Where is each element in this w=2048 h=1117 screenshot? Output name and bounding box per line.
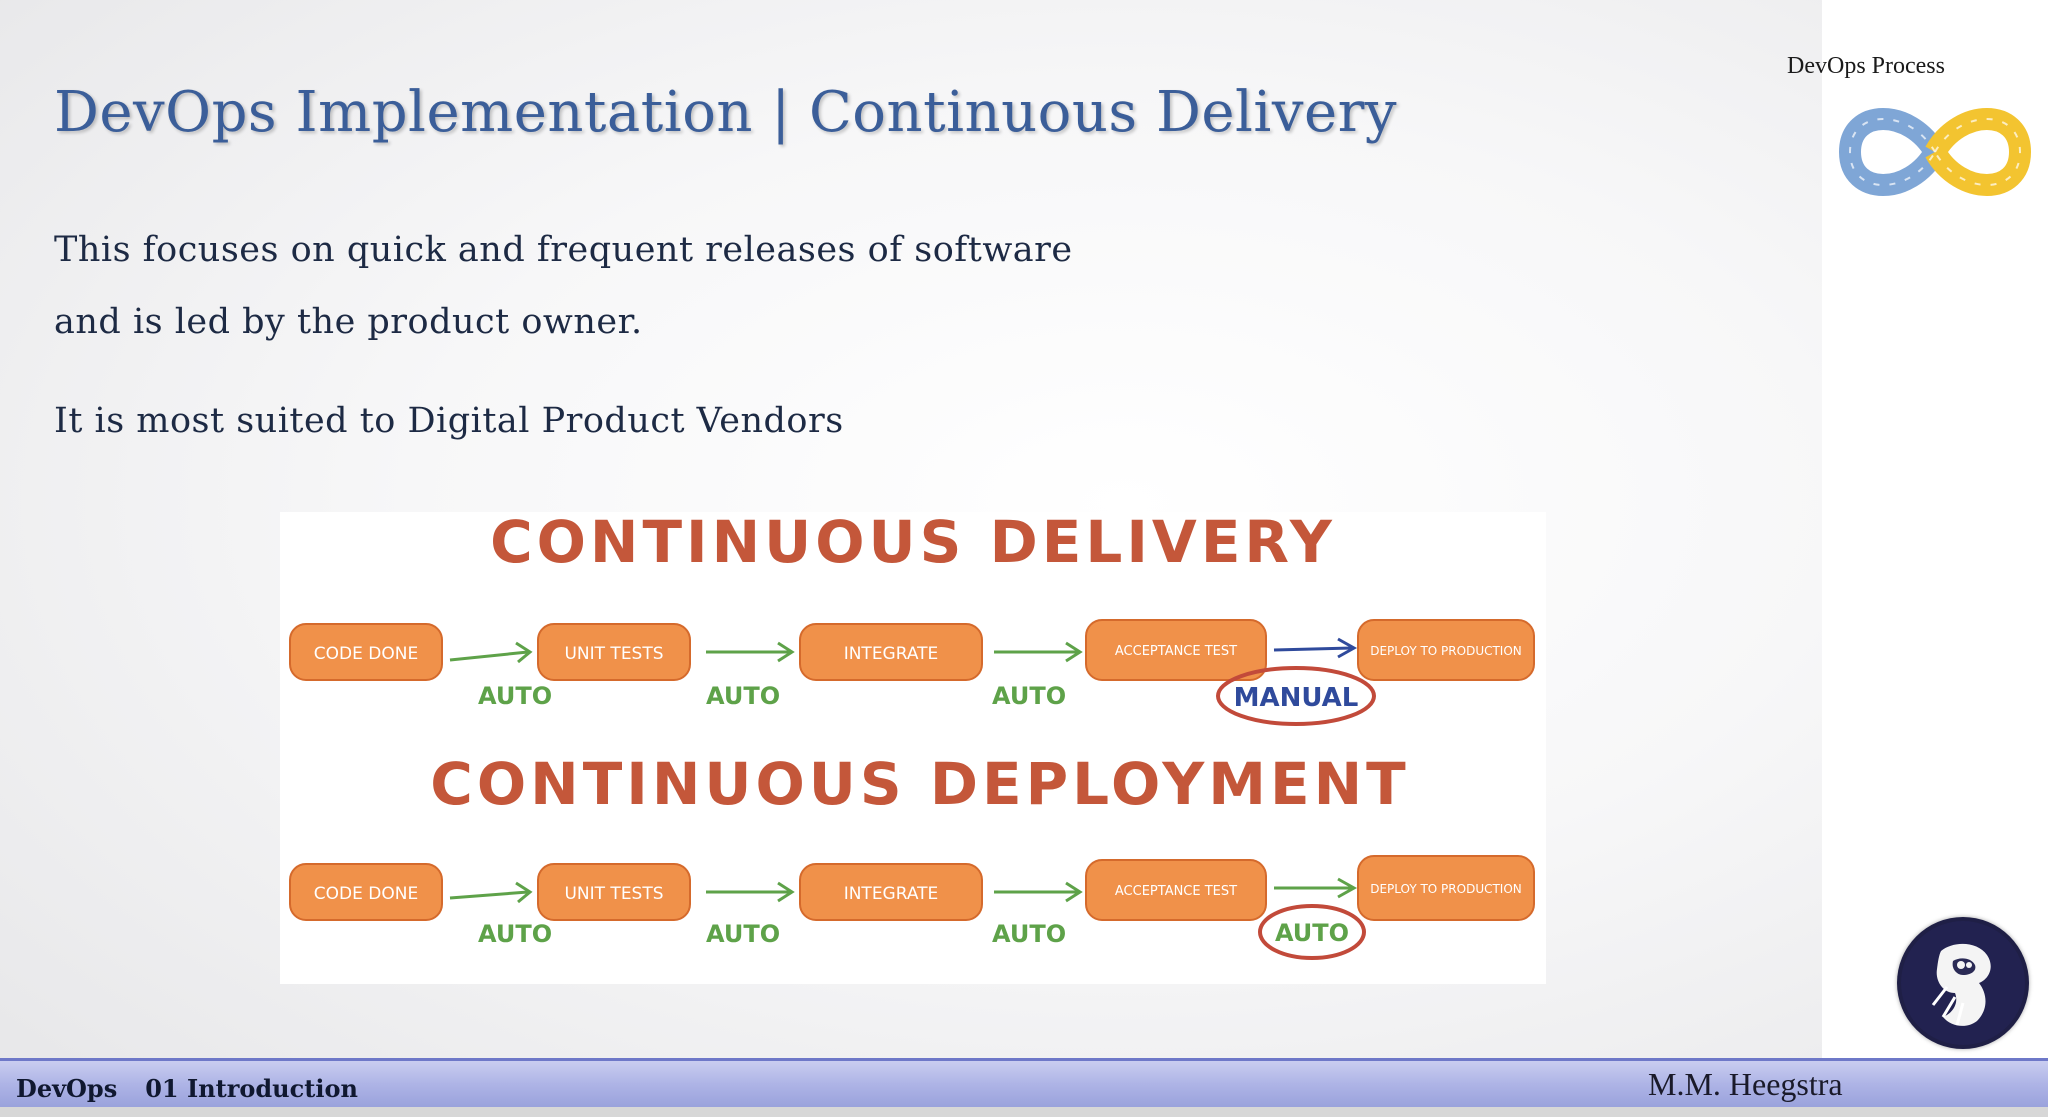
- delivery-vs-deployment-diagram: CONTINUOUS DELIVERY CODE DONE UNIT TESTS…: [280, 512, 1546, 984]
- delivery-arrow-4: [1273, 637, 1358, 659]
- footer-left: DevOps 01 Introduction: [16, 1074, 358, 1103]
- deployment-transition-2: AUTO: [706, 920, 780, 948]
- deployment-arrow-2: [706, 881, 795, 903]
- description-paragraph: This focuses on quick and frequent relea…: [54, 214, 1073, 358]
- devops-process-label: DevOps Process: [1787, 53, 1945, 79]
- svg-text:UNIT TESTS: UNIT TESTS: [564, 644, 663, 664]
- svg-text:INTEGRATE: INTEGRATE: [844, 884, 939, 904]
- deployment-step-unit-tests: UNIT TESTS: [537, 863, 691, 921]
- deployment-step-integrate: INTEGRATE: [799, 863, 983, 921]
- description-line-1: This focuses on quick and frequent relea…: [54, 230, 1073, 270]
- delivery-transition-2: AUTO: [706, 682, 780, 710]
- delivery-heading: CONTINUOUS DELIVERY: [490, 512, 1336, 576]
- delivery-step-integrate: INTEGRATE: [799, 623, 983, 681]
- delivery-transition-3: AUTO: [992, 682, 1066, 710]
- deployment-arrow-1: [449, 881, 533, 904]
- footer-chapter: 01 Introduction: [145, 1074, 358, 1103]
- svg-text:DEPLOY TO PRODUCTION: DEPLOY TO PRODUCTION: [1370, 882, 1522, 896]
- delivery-step-unit-tests: UNIT TESTS: [537, 623, 691, 681]
- delivery-step-acceptance-test: ACCEPTANCE TEST: [1085, 619, 1267, 681]
- deployment-step-code-done: CODE DONE: [289, 863, 443, 921]
- deployment-step-acceptance-test: ACCEPTANCE TEST: [1085, 859, 1267, 921]
- deployment-transition-4: AUTO: [1275, 919, 1349, 947]
- bottom-strip: [0, 1107, 2048, 1117]
- emblem-avatar-icon: [1897, 917, 2029, 1049]
- deployment-step-deploy: DEPLOY TO PRODUCTION: [1357, 855, 1535, 921]
- svg-text:CODE DONE: CODE DONE: [314, 644, 418, 664]
- svg-text:UNIT TESTS: UNIT TESTS: [564, 884, 663, 904]
- svg-text:INTEGRATE: INTEGRATE: [844, 644, 939, 664]
- deployment-arrow-4: [1274, 877, 1358, 899]
- footer-author: M.M. Heegstra: [1648, 1066, 1843, 1102]
- delivery-transition-1: AUTO: [478, 682, 552, 710]
- deployment-transition-3: AUTO: [992, 920, 1066, 948]
- footer-course: DevOps: [16, 1074, 118, 1103]
- deployment-heading: CONTINUOUS DEPLOYMENT: [430, 750, 1409, 818]
- delivery-step-deploy: DEPLOY TO PRODUCTION: [1357, 619, 1535, 681]
- delivery-transition-4: MANUAL: [1234, 683, 1359, 713]
- description-line-2: and is led by the product owner.: [54, 302, 643, 342]
- svg-text:CODE DONE: CODE DONE: [314, 884, 418, 904]
- delivery-arrow-2: [706, 641, 795, 663]
- svg-text:ACCEPTANCE TEST: ACCEPTANCE TEST: [1115, 884, 1237, 899]
- delivery-arrow-3: [994, 641, 1083, 663]
- svg-text:ACCEPTANCE TEST: ACCEPTANCE TEST: [1115, 644, 1237, 659]
- delivery-arrow-1: [449, 641, 533, 664]
- suitability-paragraph: It is most suited to Digital Product Ven…: [54, 401, 844, 441]
- deployment-arrow-3: [994, 881, 1083, 903]
- devops-infinity-icon: [1838, 108, 2032, 196]
- svg-text:DEPLOY TO PRODUCTION: DEPLOY TO PRODUCTION: [1370, 644, 1522, 658]
- auto-highlight-circle: [1258, 904, 1366, 960]
- manual-highlight-circle: [1216, 666, 1376, 726]
- delivery-step-code-done: CODE DONE: [289, 623, 443, 681]
- footer-bar: DevOps 01 Introduction M.M. Heegstra: [0, 1058, 2048, 1110]
- deployment-transition-1: AUTO: [478, 920, 552, 948]
- slide-title: DevOps Implementation | Continuous Deliv…: [54, 80, 1397, 145]
